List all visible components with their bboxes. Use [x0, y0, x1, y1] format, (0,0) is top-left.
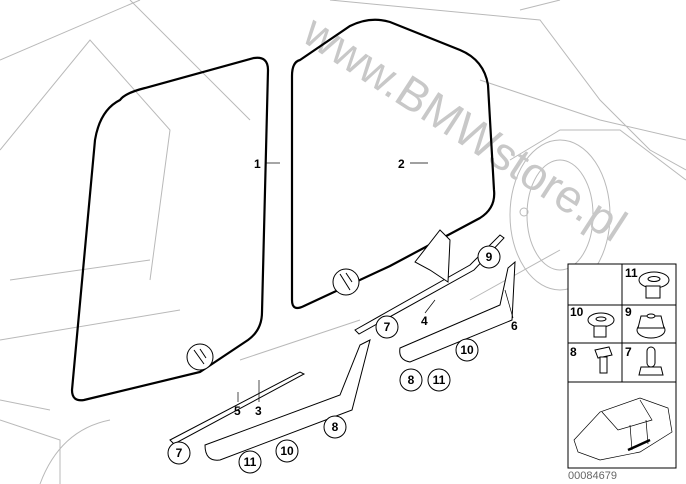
callout-2: 2 — [398, 157, 405, 171]
legend-8: 8 — [570, 345, 577, 359]
callout-6: 6 — [511, 319, 518, 333]
sill-strip-rear — [354, 234, 505, 335]
callout-8: 8 — [332, 420, 339, 434]
parts-legend: 11 10 9 8 7 — [567, 263, 677, 469]
clip-10-icon — [587, 312, 615, 338]
clip-8-icon — [594, 346, 613, 374]
legend-7: 7 — [625, 345, 632, 359]
legend-10: 10 — [570, 305, 584, 319]
callout-7: 7 — [384, 320, 391, 334]
callout-1: 1 — [254, 157, 261, 171]
watermark: www.BMWstore.pl — [294, 4, 636, 251]
callout-11: 11 — [433, 373, 446, 387]
callout-4: 4 — [421, 314, 428, 328]
trim-bracket — [414, 229, 451, 283]
callout-9: 9 — [486, 250, 493, 264]
callout-10: 10 — [460, 343, 474, 357]
callout-8: 8 — [408, 373, 415, 387]
seal-clip-icon — [186, 343, 214, 371]
callout-11: 11 — [244, 455, 257, 469]
leader-lines — [237, 162, 514, 402]
callout-3: 3 — [255, 404, 262, 418]
clip-11-icon — [638, 271, 670, 299]
clip-7-icon — [638, 346, 664, 376]
circled-callouts: 9 7 8 11 10 8 7 11 10 — [167, 245, 501, 474]
sill-strip-front — [169, 371, 306, 445]
callout-10: 10 — [280, 444, 294, 458]
callout-7: 7 — [176, 446, 183, 460]
door-seal-rear — [290, 18, 496, 310]
image-number: 00084679 — [568, 470, 617, 482]
door-seal-front — [70, 56, 270, 402]
nut-9-icon — [636, 313, 666, 339]
entrance-cover-front — [204, 339, 371, 461]
entrance-cover-rear — [399, 260, 516, 363]
callout-5: 5 — [234, 404, 241, 418]
car-overview-icon — [573, 397, 673, 461]
legend-9: 9 — [625, 305, 632, 319]
legend-11: 11 — [625, 266, 638, 280]
seal-clip-icon — [332, 268, 360, 296]
